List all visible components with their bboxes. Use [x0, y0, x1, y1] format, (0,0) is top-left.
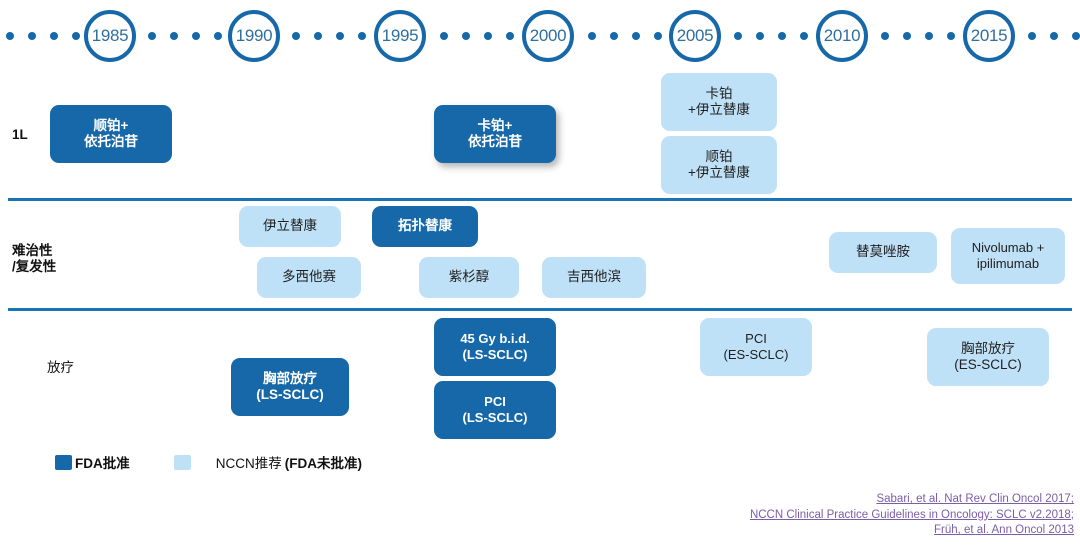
- treatment-box-carboplatin-irinotecan[interactable]: 卡铂 +伊立替康: [661, 73, 777, 131]
- treatment-box-irinotecan[interactable]: 伊立替康: [239, 206, 341, 247]
- timeline-dot: [72, 32, 80, 40]
- timeline-dot: [881, 32, 889, 40]
- treatment-box-thoracic-rt-es-sclc[interactable]: 胸部放疗 (ES-SCLC): [927, 328, 1049, 386]
- timeline-dot: [903, 32, 911, 40]
- timeline-dot: [800, 32, 808, 40]
- timeline-year-1990[interactable]: 1990: [228, 10, 280, 62]
- row-divider-1: [8, 198, 1072, 201]
- timeline-year-label: 2015: [970, 26, 1008, 45]
- timeline-dot: [947, 32, 955, 40]
- timeline-dot: [654, 32, 662, 40]
- legend-swatch-nccn-recommended: [173, 454, 191, 470]
- timeline-year-2000[interactable]: 2000: [522, 10, 574, 62]
- timeline-dot: [610, 32, 618, 40]
- treatment-box-topotecan[interactable]: 拓扑替康: [372, 206, 478, 247]
- timeline-dot: [214, 32, 222, 40]
- timeline-dot: [506, 32, 514, 40]
- timeline-dot: [192, 32, 200, 40]
- timeline-dot: [925, 32, 933, 40]
- timeline-dot: [462, 32, 470, 40]
- timeline-dot: [50, 32, 58, 40]
- timeline-dot: [6, 32, 14, 40]
- timeline-dot: [778, 32, 786, 40]
- legend-label-fda-approved: FDA批准: [75, 456, 130, 471]
- timeline-year-1985[interactable]: 1985: [84, 10, 136, 62]
- legend-label-nccn-recommended: NCCN推荐: [215, 456, 282, 471]
- timeline-dot: [170, 32, 178, 40]
- treatment-box-paclitaxel[interactable]: 紫杉醇: [419, 257, 519, 298]
- timeline-year-2010[interactable]: 2010: [816, 10, 868, 62]
- timeline-dot: [28, 32, 36, 40]
- timeline-dot: [292, 32, 300, 40]
- timeline-dot: [358, 32, 366, 40]
- legend: FDA批准 NCCN推荐 (FDA未批准): [55, 452, 362, 472]
- timeline-year-label: 2010: [823, 26, 861, 45]
- row-label-refractory-relapsed: 难治性 /复发性: [12, 243, 57, 274]
- timeline-year-2005[interactable]: 2005: [669, 10, 721, 62]
- row-label-first-line: 1L: [12, 127, 28, 142]
- timeline-year-label: 1995: [381, 26, 419, 45]
- citation-line[interactable]: Früh, et al. Ann Oncol 2013: [933, 524, 1074, 537]
- timeline-dot: [314, 32, 322, 40]
- legend-label-nccn-not-approved: (FDA未批准): [284, 456, 362, 471]
- treatment-box-temozolomide[interactable]: 替莫唑胺: [829, 232, 937, 273]
- timeline-dot: [756, 32, 764, 40]
- timeline-dot: [734, 32, 742, 40]
- treatment-box-thoracic-rt-ls-sclc[interactable]: 胸部放疗 (LS-SCLC): [231, 358, 349, 416]
- timeline-dot: [336, 32, 344, 40]
- timeline-year-label: 1990: [235, 26, 273, 45]
- timeline-axis: 1985 1990 1995 2000 2005 2010 2015: [0, 0, 1080, 72]
- timeline-dot: [1072, 32, 1080, 40]
- treatment-box-cisplatin-etoposide[interactable]: 顺铂+ 依托泊苷: [50, 105, 172, 163]
- treatment-box-nivolumab-ipilimumab[interactable]: Nivolumab + ipilimumab: [951, 228, 1065, 284]
- timeline-dot: [440, 32, 448, 40]
- timeline-dot: [588, 32, 596, 40]
- legend-swatch-fda-approved: [55, 454, 72, 470]
- timeline-dot: [1028, 32, 1036, 40]
- timeline-year-label: 1985: [91, 26, 129, 45]
- citation-line[interactable]: Sabari, et al. Nat Rev Clin Oncol 2017;: [876, 493, 1074, 505]
- treatment-box-carboplatin-etoposide[interactable]: 卡铂+ 依托泊苷: [434, 105, 556, 163]
- timeline-year-label: 2005: [676, 26, 714, 45]
- treatment-box-pci-es-sclc[interactable]: PCI (ES-SCLC): [700, 318, 812, 376]
- timeline-dot: [148, 32, 156, 40]
- citation-block: Sabari, et al. Nat Rev Clin Oncol 2017; …: [750, 492, 1074, 539]
- timeline-year-1995[interactable]: 1995: [374, 10, 426, 62]
- treatment-box-45gy-bid-ls-sclc[interactable]: 45 Gy b.i.d. (LS-SCLC): [434, 318, 556, 376]
- timeline-dot: [632, 32, 640, 40]
- row-label-radiotherapy: 放疗: [47, 360, 74, 375]
- treatment-box-gemcitabine[interactable]: 吉西他滨: [542, 257, 646, 298]
- timeline-year-label: 2000: [529, 26, 567, 45]
- timeline-dot: [484, 32, 492, 40]
- citation-line[interactable]: NCCN Clinical Practice Guidelines in Onc…: [749, 508, 1074, 521]
- timeline-dot: [1050, 32, 1058, 40]
- row-divider-2: [8, 308, 1072, 311]
- timeline-year-2015[interactable]: 2015: [963, 10, 1015, 62]
- treatment-box-cisplatin-irinotecan[interactable]: 顺铂 +伊立替康: [661, 136, 777, 194]
- treatment-box-pci-ls-sclc[interactable]: PCI (LS-SCLC): [434, 381, 556, 439]
- treatment-box-docetaxel[interactable]: 多西他赛: [257, 257, 361, 298]
